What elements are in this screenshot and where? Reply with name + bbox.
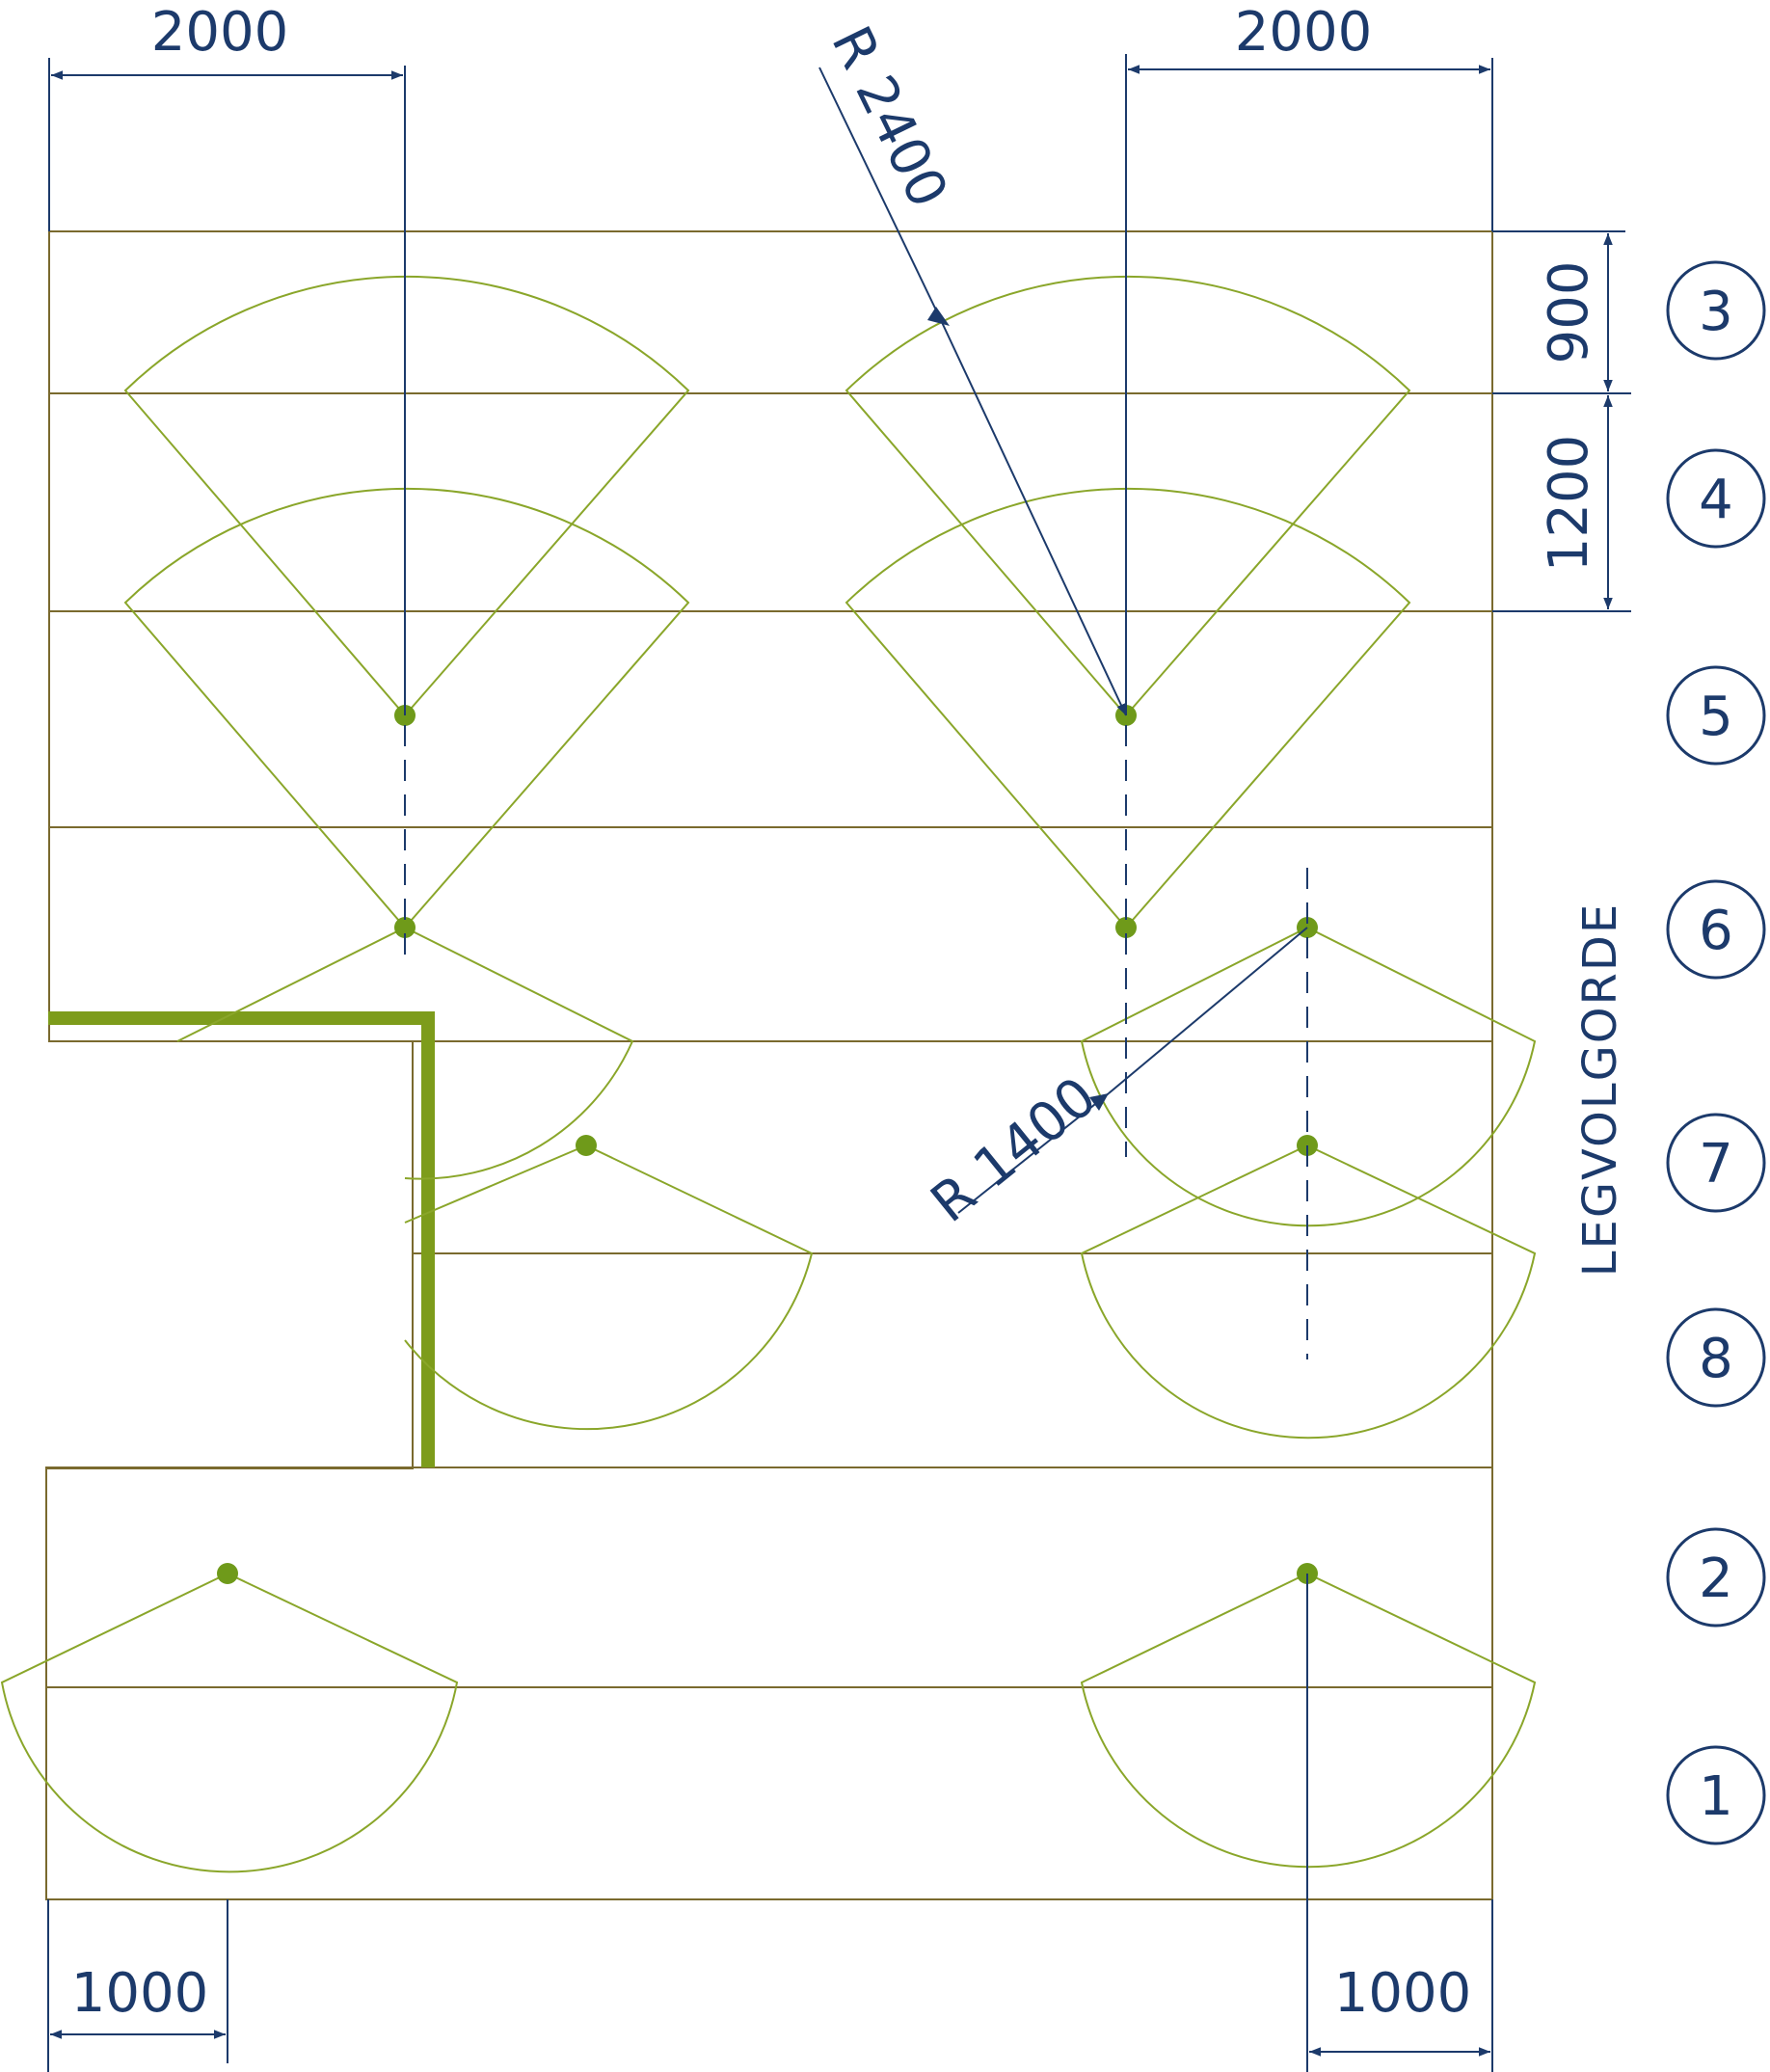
dim-bottom-right-label: 1000 [1334, 1962, 1472, 2025]
sequence-number: 7 [1699, 1133, 1733, 1196]
sequence-number: 4 [1699, 469, 1733, 531]
board-outlines [45, 230, 1493, 1900]
dim-bottom-left-label: 1000 [71, 1962, 209, 2025]
sector-large-right-lower [845, 487, 1411, 929]
sequence-circle [1666, 1307, 1766, 1408]
sector-large-right-upper [845, 275, 1411, 717]
wall [48, 1011, 435, 1467]
sequence-number: 5 [1699, 686, 1733, 748]
sequence-title: LEGVOLGORDE [1573, 902, 1627, 1277]
radius-2400-label: R 2400 [818, 17, 959, 218]
sequence-circle [1666, 1527, 1766, 1628]
sequence-circle [1666, 1113, 1766, 1213]
lower-board-outline [45, 1467, 1493, 1900]
sector-small-row7-left [404, 1144, 814, 1431]
sequence-number: 8 [1699, 1328, 1733, 1390]
sector-small-row2-left [0, 1572, 459, 1873]
sequence-number: 1 [1699, 1765, 1733, 1828]
leader-r2400 [818, 67, 1127, 716]
sector-large-left-lower [123, 487, 690, 929]
pivot-points [217, 705, 1318, 1584]
wall-line [48, 1011, 435, 1467]
leader-r1400 [957, 1092, 1110, 1214]
leader-arrowheads [927, 307, 1109, 1111]
dim-top-right-label: 2000 [1235, 1, 1373, 64]
sequence-number: 2 [1699, 1547, 1733, 1610]
dim-top-left-label: 2000 [151, 1, 289, 64]
upper-board-outline [47, 230, 1493, 1469]
arrowhead-r1400 [1089, 1093, 1109, 1111]
sector-small-row7-right [1080, 1144, 1537, 1440]
sequence-number: 3 [1699, 281, 1733, 343]
sequence-circle [1666, 1745, 1766, 1845]
sequence-circle [1666, 448, 1766, 549]
pivot-dot [1115, 917, 1137, 938]
sequence-circle [1666, 879, 1766, 980]
arrowhead-r2400 [927, 307, 950, 326]
dim-900-label: 900 [1538, 261, 1600, 364]
pivot-dot [217, 1563, 238, 1584]
dimension-lines [50, 65, 1613, 2057]
sector-small-row6-left [176, 927, 634, 1180]
reference-lines [47, 54, 1631, 2072]
sequence-markers [1666, 260, 1766, 1845]
dim-1200-label: 1200 [1538, 435, 1600, 573]
leader-r1400-arrow [1108, 927, 1308, 1094]
sequence-circle [1666, 260, 1766, 361]
radius-1400-label: R 1400 [920, 1065, 1109, 1235]
sequence-number: 6 [1699, 900, 1733, 962]
sector-large-left-upper [123, 275, 690, 717]
sequence-circle [1666, 665, 1766, 766]
pivot-dot [576, 1135, 597, 1156]
pivot-dot [394, 917, 416, 938]
swing-sectors [0, 275, 1537, 1873]
